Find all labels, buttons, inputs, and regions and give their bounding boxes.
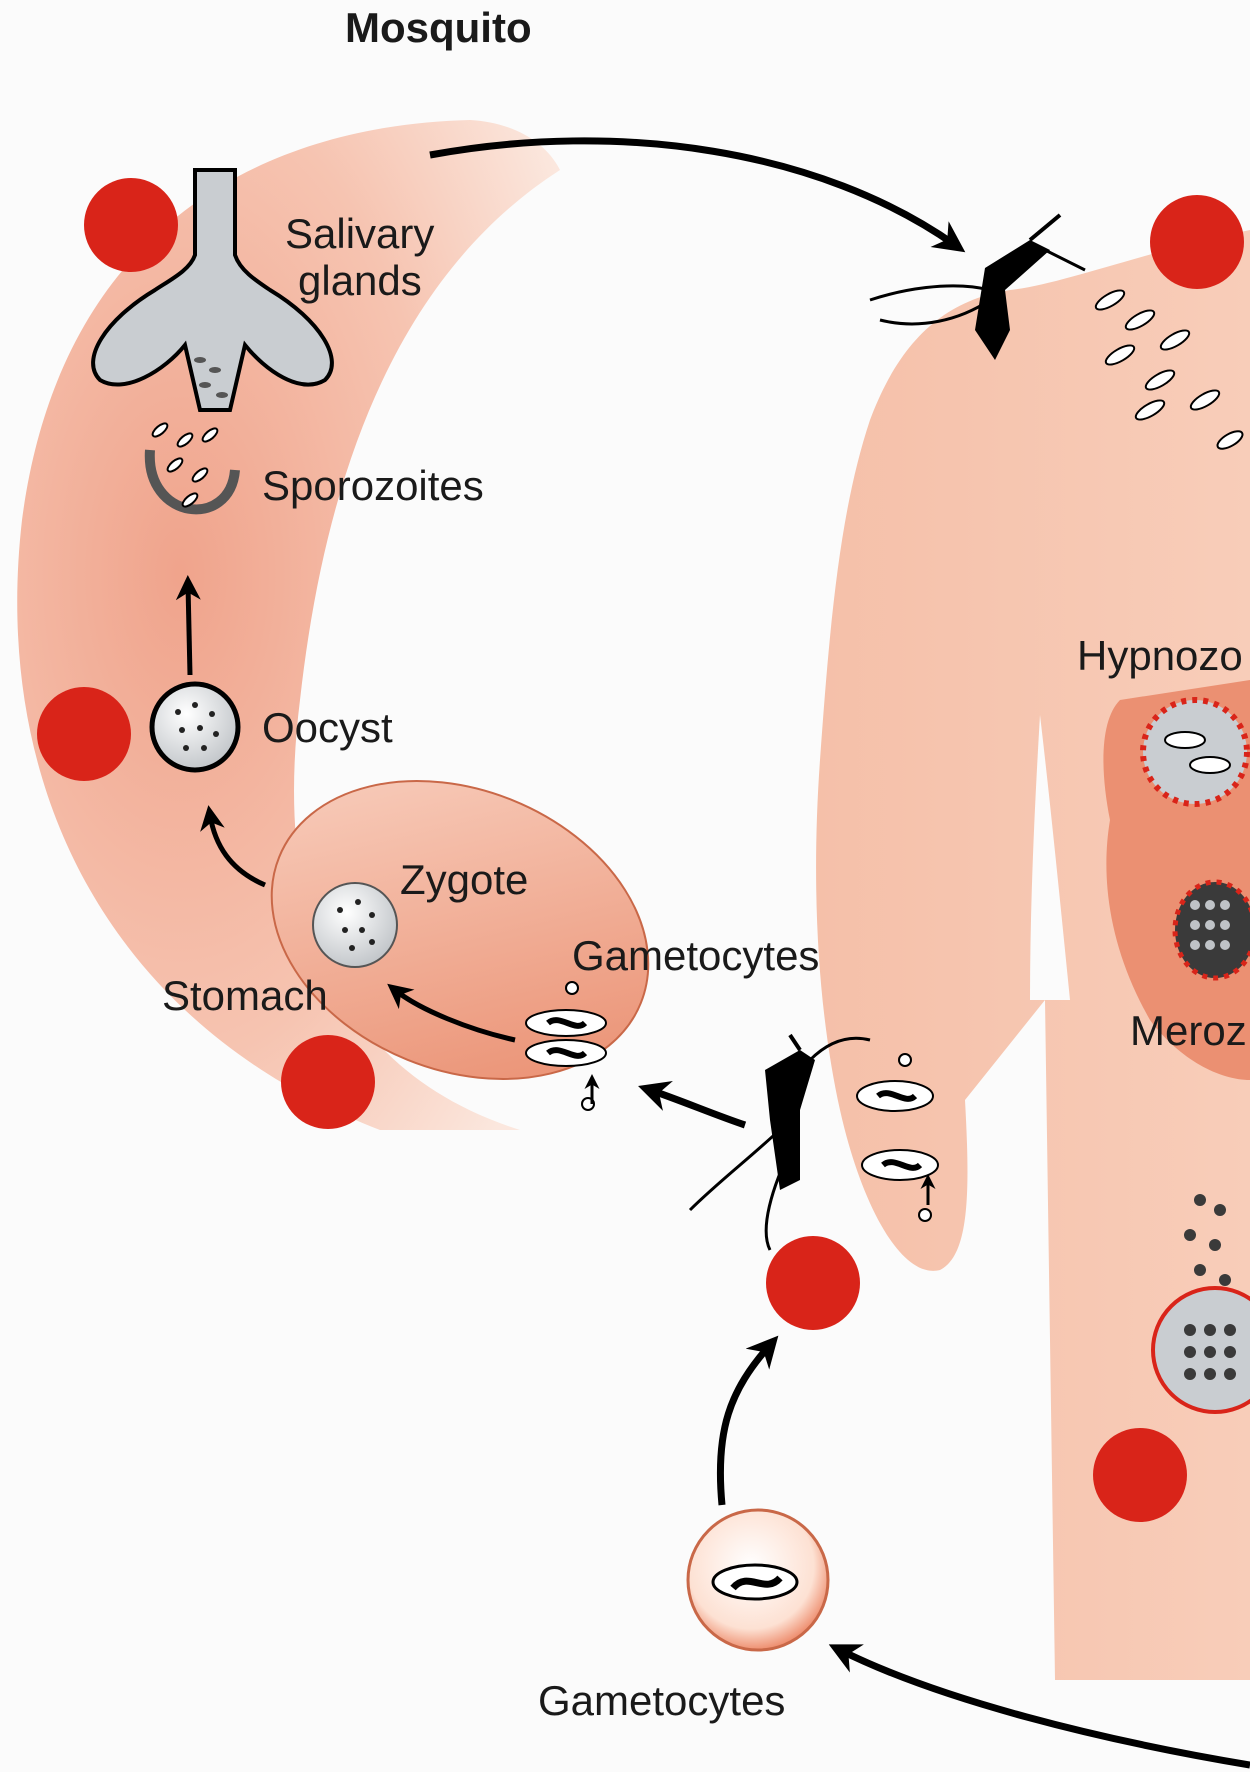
arrow-to-host: [429, 137, 966, 253]
arrow-oocyst-to-sporozoites: [175, 575, 201, 676]
arrow-host-to-stomach: [638, 1081, 747, 1129]
gametocyte-blood-icon: [856, 1053, 939, 1222]
label-gametocytes-mosquito: Gametocytes: [572, 932, 819, 979]
label-glands: glands: [298, 257, 422, 304]
diagram-title: Mosquito: [345, 4, 532, 51]
marker-circle: [281, 1035, 375, 1129]
merozoite-cluster-icon: [1151, 1194, 1250, 1414]
hypnozoite-cell-icon: [1140, 697, 1250, 807]
salivary-gland-icon: [91, 168, 334, 412]
label-salivary: Salivary: [285, 210, 434, 257]
label-sporozoites: Sporozoites: [262, 462, 484, 509]
label-gametocytes-blood: Gametocytes: [538, 1677, 785, 1724]
arrow-stomach-to-oocyst: [200, 805, 266, 888]
schizont-cell-icon: [1172, 879, 1250, 981]
cycle-arrows: [175, 137, 1250, 1769]
label-zygote: Zygote: [400, 856, 528, 903]
label-oocyst: Oocyst: [262, 704, 393, 751]
marker-circle: [84, 178, 178, 272]
oocyst-icon: [149, 681, 241, 773]
label-merozoites: Meroz: [1130, 1007, 1247, 1054]
mosquito-icon: [688, 1033, 871, 1251]
marker-circle: [37, 687, 131, 781]
marker-circle: [1093, 1428, 1187, 1522]
arrow-gametocytes-to-zygote: [387, 983, 516, 1043]
red-markers: [37, 178, 1244, 1522]
stomach: [270, 780, 650, 1080]
gametocyte-pair-icon: [525, 981, 607, 1111]
arrow-blood-to-mosquito: [716, 1335, 779, 1506]
zygote-icon: [312, 882, 398, 968]
sporozoite-pouch-icon: [144, 422, 240, 515]
sporozoite-cluster-icon: [1094, 289, 1244, 450]
label-hypnozoites: Hypnozo: [1077, 632, 1243, 679]
blood-cell-icon: [686, 1508, 830, 1652]
human-arm-gap: [1030, 715, 1070, 1000]
marker-circle: [1150, 195, 1244, 289]
label-stomach: Stomach: [162, 972, 328, 1019]
mosquito-icon: [869, 213, 1086, 360]
arrow-cycle-to-bloodcell: [828, 1644, 1250, 1769]
marker-circle: [766, 1236, 860, 1330]
